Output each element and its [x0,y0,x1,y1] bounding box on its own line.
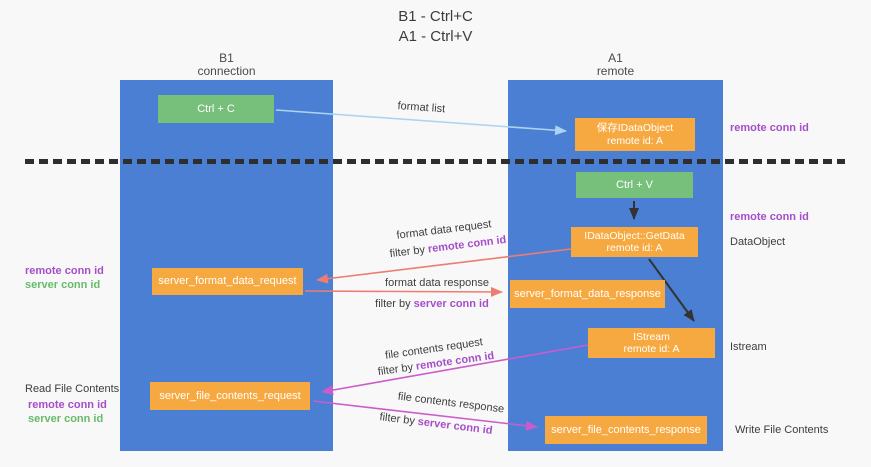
istream-line2: remote id: A [623,343,680,355]
read-file-contents-annotation: Read File Contents [25,383,120,395]
server-format-data-request-box: server_format_data_request [152,268,303,295]
filter-by-text: filter by [375,298,411,310]
save-idataobject-line1: 保存IDataObject [596,122,674,134]
filter-by-text: filter by [377,361,414,379]
remote-conn-id-text: remote conn id [427,233,507,256]
idataobject-getdata-box: IDataObject::GetData remote id: A [571,227,698,257]
title-line-1: B1 - Ctrl+C [398,8,473,25]
getdata-line1: IDataObject::GetData [584,229,685,242]
lifeline-header-a1: A1 remote [508,52,723,78]
istream-line1: IStream [633,330,670,343]
ctrl-v-label: Ctrl + V [616,178,653,191]
remote-conn-id-annotation-right: remote conn id [730,211,809,223]
format-data-response-arrow [304,286,503,297]
istream-box: IStream remote id: A [588,328,715,358]
getdata-line2: remote id: A [606,242,663,254]
server-file-contents-request-box: server_file_contents_request [150,382,310,410]
save-idataobject-line2: remote id: A [606,134,664,147]
server-conn-id-annotation-left: server conn id [25,279,101,291]
filter-by-text: filter by [389,243,426,261]
istream-annotation: Istream [730,341,767,353]
remote-conn-id-annotation-top-right: remote conn id [730,122,809,134]
save-idataobject-box: 保存IDataObject remote id: A [575,118,695,151]
server-format-data-response-label: server_format_data_response [514,287,661,300]
server-conn-id-text: server conn id [417,415,494,437]
filter-by-text: filter by [378,411,416,428]
remote-conn-id-annotation-bottom-left: remote conn id [28,399,107,411]
server-file-contents-response-label: server_file_contents_response [551,423,701,436]
lifeline-header-b1: B1 connection [120,52,333,78]
ctrl-v-box: Ctrl + V [576,172,693,198]
server-format-data-response-box: server_format_data_response [510,280,665,308]
lifeline-a1-name: A1 [608,51,623,65]
phase-separator-dashed-line [25,159,845,164]
server-file-contents-response-box: server_file_contents_response [545,416,707,444]
lifeline-b1-name: B1 [219,51,234,65]
format-list-label: format list [397,100,446,116]
server-conn-id-annotation-bottom-left: server conn id [28,413,104,425]
ctrl-c-label: Ctrl + C [197,102,235,115]
lifeline-a1-role: remote [596,64,635,78]
server-format-data-request-label: server_format_data_request [158,275,297,287]
format-data-response-label: format data response [385,277,489,289]
file-contents-response-label: file contents response [397,390,505,416]
server-file-contents-request-label: server_file_contents_request [159,389,301,402]
write-file-contents-annotation: Write File Contents [735,424,829,436]
dataobject-annotation: DataObject [730,236,786,248]
ctrl-c-box: Ctrl + C [158,95,274,123]
diagram-title: B1 - Ctrl+C A1 - Ctrl+V [0,7,871,47]
lifeline-b1-role: connection [197,64,256,78]
remote-conn-id-annotation-left: remote conn id [25,265,104,277]
server-conn-id-text: server conn id [413,298,489,310]
title-line-2: A1 - Ctrl+V [398,28,473,45]
